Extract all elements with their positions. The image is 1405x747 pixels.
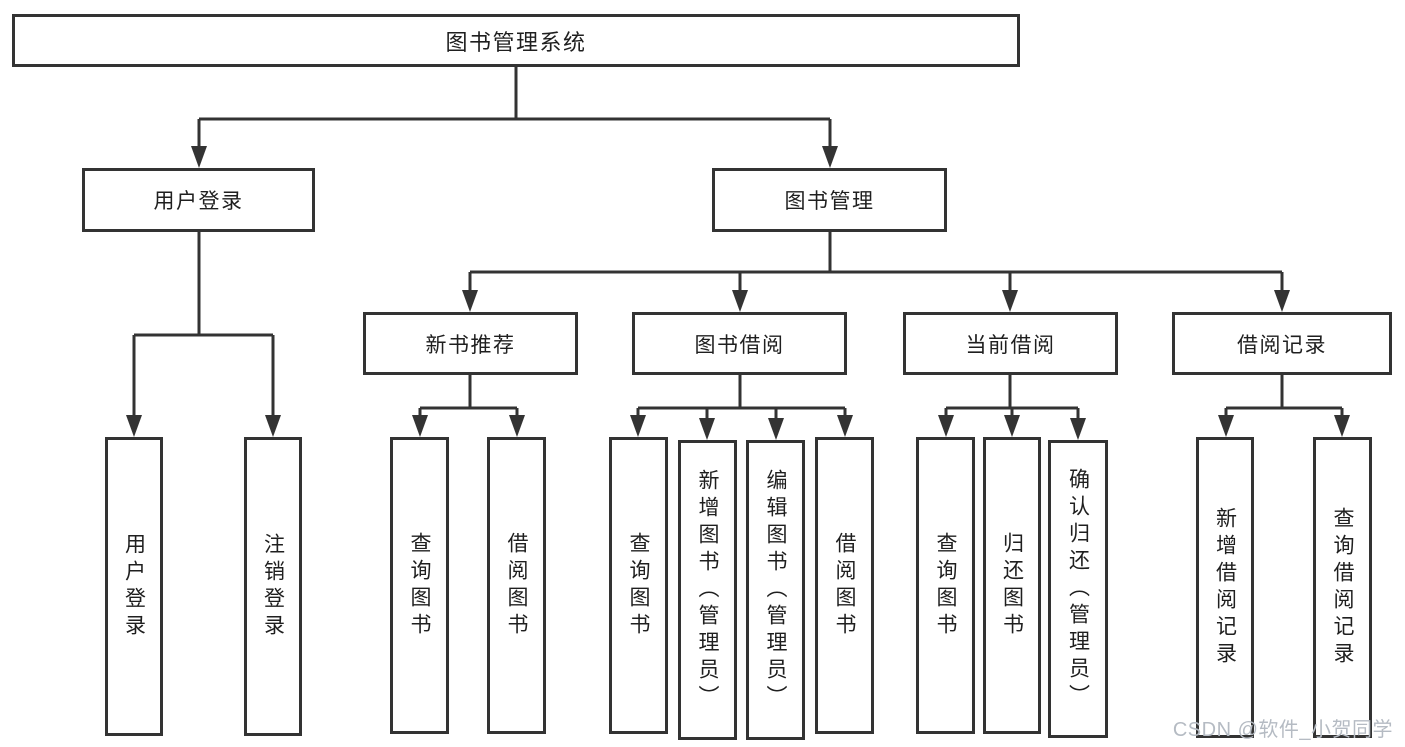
- leaf-borrowing-add-books-admin: 新增图书（管理员）: [678, 440, 737, 740]
- leaf-records-query-record-label: 查询借阅记录: [1331, 506, 1354, 669]
- node-user-login-label: 用户登录: [153, 190, 244, 213]
- leaf-records-add-record-label: 新增借阅记录: [1213, 506, 1237, 669]
- leaf-borrowing-add-books-admin-label: 新增图书（管理员）: [696, 468, 719, 712]
- node-book-borrowing-label: 图书借阅: [694, 333, 785, 357]
- leaf-logout-label: 注销登录: [261, 532, 285, 641]
- node-book-management-label: 图书管理: [784, 190, 875, 213]
- node-book-management-system-label: 图书管理系统: [445, 29, 587, 55]
- leaf-records-query-record: 查询借阅记录: [1313, 437, 1372, 738]
- node-user-login: 用户登录: [82, 168, 315, 232]
- leaf-newbooks-query-books: 查询图书: [390, 437, 449, 734]
- leaf-records-add-record: 新增借阅记录: [1196, 437, 1254, 738]
- leaf-current-confirm-return-admin: 确认归还（管理员）: [1048, 440, 1108, 738]
- leaf-borrowing-query-books-label: 查询图书: [627, 531, 650, 640]
- node-borrowing-records: 借阅记录: [1172, 312, 1392, 375]
- node-book-borrowing: 图书借阅: [632, 312, 847, 375]
- leaf-newbooks-query-books-label: 查询图书: [408, 531, 431, 640]
- node-borrowing-records-label: 借阅记录: [1237, 333, 1327, 357]
- node-new-book-recommendation-label: 新书推荐: [425, 333, 516, 357]
- node-current-borrowing-label: 当前借阅: [965, 333, 1056, 357]
- leaf-borrowing-borrow-books-label: 借阅图书: [833, 531, 856, 640]
- leaf-borrowing-borrow-books: 借阅图书: [815, 437, 874, 734]
- leaf-current-query-books: 查询图书: [916, 437, 975, 734]
- leaf-borrowing-edit-books-admin: 编辑图书（管理员）: [746, 440, 805, 740]
- watermark: CSDN @软件_小贺同学: [1172, 719, 1393, 741]
- connector-paths: [132, 67, 1344, 420]
- node-new-book-recommendation: 新书推荐: [363, 312, 578, 375]
- leaf-newbooks-borrow-books: 借阅图书: [487, 437, 546, 734]
- leaf-current-return-books: 归还图书: [983, 437, 1041, 734]
- leaf-borrowing-query-books: 查询图书: [609, 437, 668, 734]
- leaf-user-login-label: 用户登录: [122, 532, 146, 641]
- node-book-management-system: 图书管理系统: [12, 14, 1020, 67]
- node-current-borrowing: 当前借阅: [903, 312, 1118, 375]
- leaf-current-return-books-label: 归还图书: [1000, 531, 1024, 640]
- leaf-newbooks-borrow-books-label: 借阅图书: [505, 531, 528, 640]
- leaf-current-query-books-label: 查询图书: [934, 531, 957, 640]
- arrowheads: [126, 146, 1350, 440]
- leaf-current-confirm-return-admin-label: 确认归还（管理员）: [1066, 467, 1090, 711]
- node-book-management: 图书管理: [712, 168, 947, 232]
- leaf-user-login: 用户登录: [105, 437, 163, 736]
- leaf-borrowing-edit-books-admin-label: 编辑图书（管理员）: [764, 468, 787, 712]
- leaf-logout: 注销登录: [244, 437, 302, 736]
